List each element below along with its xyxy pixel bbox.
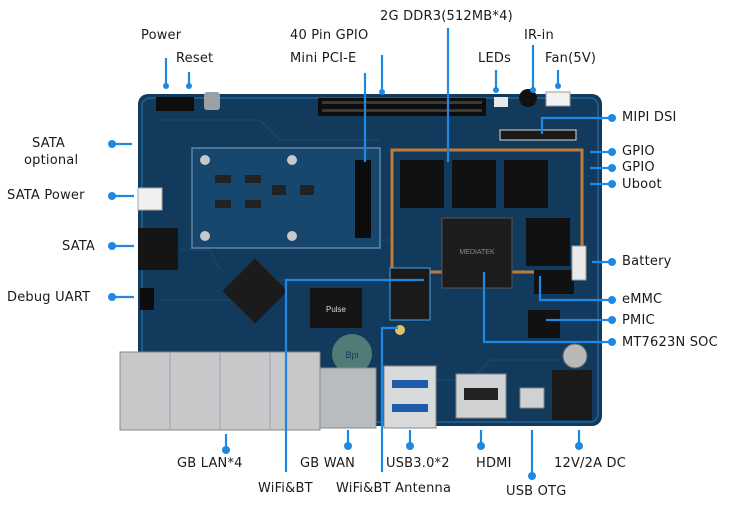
label-soc: MT7623N SOC bbox=[622, 335, 718, 350]
gpio40-header bbox=[318, 98, 486, 116]
label-pmic: PMIC bbox=[622, 313, 655, 328]
usb-otg-port bbox=[519, 387, 545, 409]
label-gpio-a: GPIO bbox=[622, 144, 655, 159]
leader-dots bbox=[108, 83, 616, 480]
label-debug-uart: Debug UART bbox=[7, 290, 91, 305]
label-sata: SATA bbox=[62, 239, 96, 254]
label-mipi: MIPI DSI bbox=[622, 110, 677, 125]
label-gpio-b: GPIO bbox=[622, 160, 655, 175]
label-battery: Battery bbox=[622, 254, 672, 269]
label-uboot: Uboot bbox=[622, 177, 662, 192]
minipcie-area bbox=[191, 147, 381, 249]
label-reset: Reset bbox=[176, 51, 214, 66]
label-usbotg: USB OTG bbox=[506, 484, 567, 499]
eth-transformer bbox=[310, 288, 362, 328]
label-hdmi: HDMI bbox=[476, 456, 512, 471]
dc-jack bbox=[552, 370, 592, 420]
eth-chip-text: Pulse bbox=[326, 305, 347, 314]
label-sata-optional: SATA bbox=[32, 136, 66, 151]
label-minipcie: Mini PCI-E bbox=[290, 51, 357, 66]
label-gpio40: 40 Pin GPIO bbox=[290, 28, 369, 43]
sata-power-connector bbox=[137, 187, 163, 211]
label-dc: 12V/2A DC bbox=[554, 456, 626, 471]
soc-chip-text: MEDIATEK bbox=[459, 249, 495, 256]
label-usb3: USB3.0*2 bbox=[386, 456, 450, 471]
capacitor bbox=[204, 92, 220, 110]
usb3-ports bbox=[383, 365, 437, 429]
mipi-connector bbox=[499, 129, 577, 141]
label-gblan: GB LAN*4 bbox=[177, 456, 243, 471]
label-wifiant: WiFi&BT Antenna bbox=[336, 481, 452, 496]
label-emmc: eMMC bbox=[622, 292, 663, 307]
label-leds: LEDs bbox=[478, 51, 512, 66]
label-irin: IR-in bbox=[524, 28, 554, 43]
sata-connector bbox=[138, 228, 178, 270]
soc-chip bbox=[441, 217, 513, 289]
wan-port bbox=[319, 367, 377, 429]
left-chip bbox=[222, 258, 288, 324]
battery-connector bbox=[571, 245, 587, 281]
label-gbwan: GB WAN bbox=[300, 456, 356, 471]
label-fan: Fan(5V) bbox=[545, 51, 597, 66]
pmic-chip bbox=[528, 310, 560, 338]
label-sata-optional-2: optional bbox=[24, 153, 79, 168]
wifi-module bbox=[389, 267, 431, 321]
label-ddr3: 2G DDR3(512MB*4) bbox=[380, 9, 513, 24]
label-sata-power: SATA Power bbox=[7, 188, 85, 203]
label-power: Power bbox=[141, 28, 182, 43]
label-wifibt: WiFi&BT bbox=[258, 481, 313, 496]
bpi-logo: Bpi bbox=[345, 350, 358, 360]
